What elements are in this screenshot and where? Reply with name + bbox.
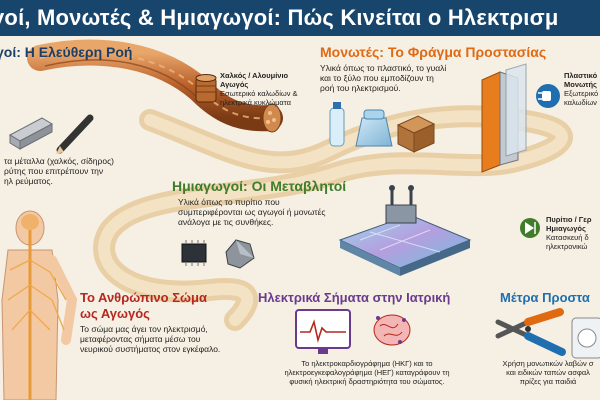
insulators-heading: Μονωτές: Το Φράγμα Προστασίας (320, 44, 547, 60)
human-body-illustration (1, 210, 78, 400)
insulators-description: Υλικά όπως το πλαστικό, το γυαλί και το … (320, 63, 480, 93)
body-line: μεταφέροντας σήματα μέσω του (80, 334, 201, 345)
semiconductors-line: συμπεριφέρονται ως αγωγοί ή μονωτές (178, 207, 326, 218)
ecg-monitor-icon (295, 309, 351, 354)
silicon-label: Πυρίτιο / Γερ Ημιαγωγός Κατασκευή δ ηλεκ… (546, 215, 600, 251)
plug-icon (536, 84, 560, 108)
body-heading-line1: Το Ανθρώπινο Σώμα (80, 290, 207, 305)
pliers-icon (495, 308, 566, 356)
safety-heading: Μέτρα Προστα (500, 290, 590, 305)
copper-label: Χαλκός / Αλουμίνιο Αγωγός Εσωτερικό καλω… (220, 71, 300, 107)
pencil-icon (56, 114, 94, 154)
page-title: γοί, Μονωτές & Ημιαγωγοί: Πώς Κινείται ο… (0, 5, 559, 30)
semiconductors-line: ανάλογα με τις συνθήκες. (178, 217, 274, 228)
safety-socket-icon (571, 317, 600, 359)
silicon-crystal-icon (225, 239, 255, 269)
insulators-line: Υλικά όπως το πλαστικό, το γυαλί (320, 63, 447, 73)
title-bar: γοί, Μονωτές & Ημιαγωγοί: Πώς Κινείται ο… (0, 0, 600, 36)
medicine-line: ηλεκτροεγκεφαλογράφημα (ΗΕΓ) καταγράφουν… (284, 367, 450, 377)
copper-label-desc: Εσωτερικό καλωδίων & ηλεκτρικά κυκλώματα (220, 88, 298, 107)
insulators-line: και το ξύλο που εμποδίζουν τη (320, 73, 434, 84)
medicine-heading: Ηλεκτρικά Σήματα στην Ιατρική (258, 290, 451, 305)
insulators-line: ροή του ηλεκτρισμού. (320, 83, 401, 94)
conductors-line: τα μέταλλα (χαλκός, σίδηρος) (4, 156, 115, 166)
body-description: Το σώμα μας άγει τον ηλεκτρισμό, μεταφέρ… (80, 324, 250, 354)
copper-spool-icon (195, 74, 217, 103)
plastic-label-title: Πλαστικό Μονωτής (564, 71, 598, 89)
conductors-line: ηλ ρεύματος. (4, 176, 53, 187)
copper-label-title: Χαλκός / Αλουμίνιο Αγωγός (220, 71, 289, 89)
semiconductor-platform (338, 185, 472, 276)
plastic-bottle-icon (329, 102, 345, 147)
semiconductors-description: Υλικά όπως το πυρίτιο που συμπεριφέροντα… (178, 197, 358, 227)
conductors-line: ρύτης που επιτρέπουν την (4, 166, 104, 177)
conductors-heading: γοί: Η Ελεύθερη Ροή (0, 44, 133, 60)
silicon-label-desc: Κατασκευή δ ηλεκτρονικώ (546, 232, 589, 251)
copper-cable (27, 39, 283, 133)
glass-insulator-icon (355, 109, 393, 147)
semiconductors-line: Υλικά όπως το πυρίτιο που (178, 197, 280, 207)
medicine-line: Το ηλεκτροκαρδιογράφημα (ΗΚΓ) και το (301, 359, 433, 368)
medicine-line: φυσική ηλεκτρική δραστηριότητα του σώματ… (289, 376, 445, 386)
safety-line: πρίζες για παιδιά (519, 376, 577, 386)
conductors-description: τα μέταλλα (χαλκός, σίδηρος) ρύτης που ε… (4, 156, 114, 186)
plastic-label-desc: Εξωτερικό καλωδίων (564, 88, 599, 107)
brain-icon (373, 314, 411, 346)
semiconductors-heading: Ημιαγωγοί: Οι Μεταβλητοί (172, 178, 347, 194)
medicine-description: Το ηλεκτροκαρδιογράφημα (ΗΚΓ) και το ηλε… (262, 359, 472, 387)
body-line: νευρικού συστήματος στον εγκέφαλο. (80, 344, 221, 355)
silicon-label-title: Πυρίτιο / Γερ Ημιαγωγός (546, 215, 592, 233)
wood-block-icon (396, 115, 436, 153)
body-heading-line2: ως Αγωγός (80, 306, 150, 321)
insulation-barrier (481, 63, 527, 173)
metal-bar-icon (8, 117, 54, 150)
safety-line: και ειδικών ταπών ασφαλ (506, 367, 590, 377)
plastic-label: Πλαστικό Μονωτής Εξωτερικό καλωδίων (564, 71, 600, 107)
safety-description: Χρήση μονωτικών λαβών σ και ειδικών ταπώ… (496, 359, 600, 387)
diode-icon (520, 218, 540, 238)
safety-line: Χρήση μονωτικών λαβών σ (502, 359, 594, 368)
body-line: Το σώμα μας άγει τον ηλεκτρισμό, (80, 324, 208, 334)
microchip-icon (181, 240, 207, 266)
